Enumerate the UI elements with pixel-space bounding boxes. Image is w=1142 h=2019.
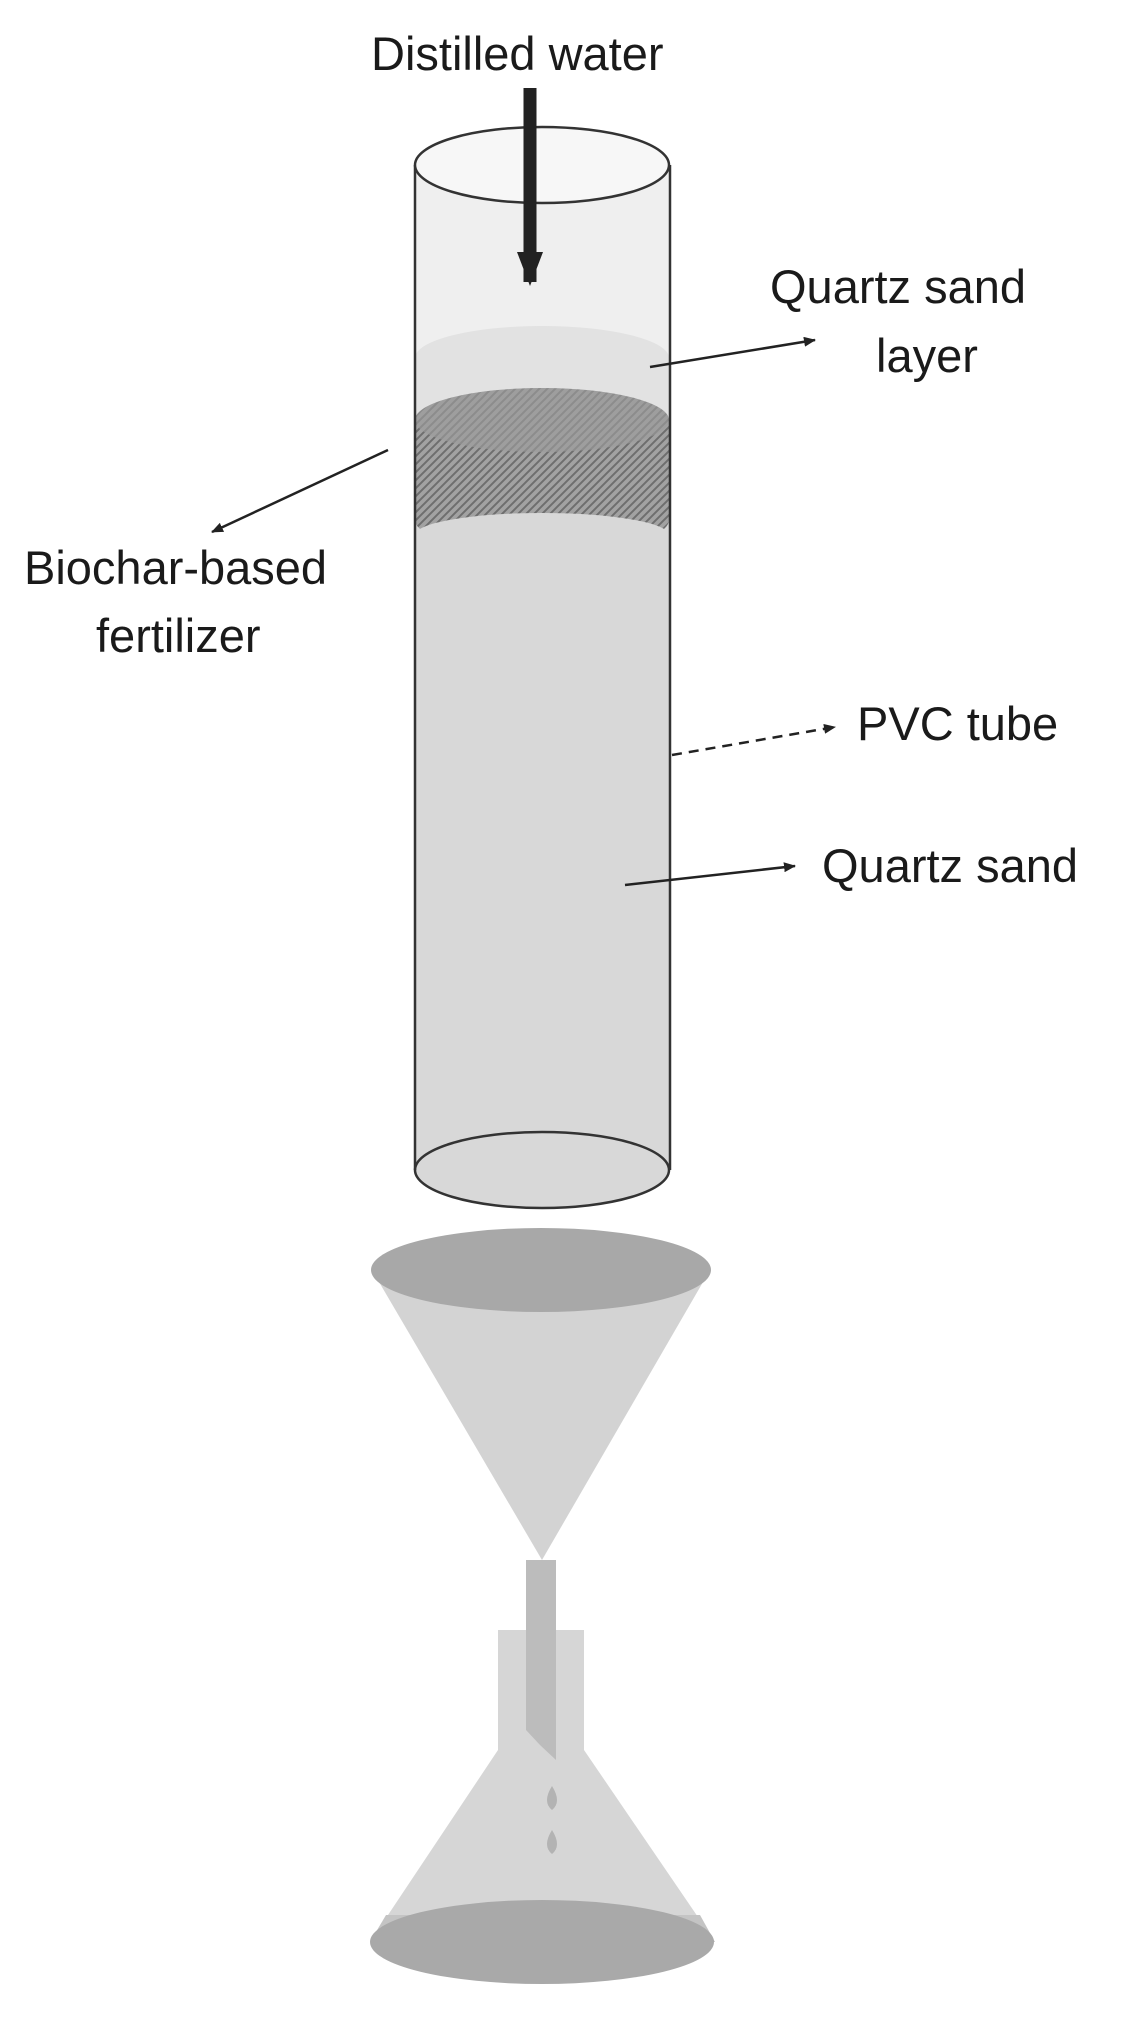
pvc-tube	[413, 125, 672, 1210]
funnel	[371, 1228, 711, 1560]
distilled-water-label: Distilled water	[371, 27, 664, 80]
quartz-sand-surface	[415, 513, 669, 557]
flask-base	[370, 1900, 714, 1984]
quartz-sand-label: Quartz sand	[822, 839, 1078, 892]
funnel-stem	[526, 1560, 556, 1730]
flask-body	[370, 1630, 715, 1942]
funnel-cone	[372, 1270, 710, 1560]
biochar-fertilizer-pointer	[211, 448, 389, 534]
quartz-sand-layer-label-line2: layer	[876, 329, 978, 382]
droplet-icon	[547, 1786, 557, 1810]
tube-bottom	[413, 1130, 671, 1210]
quartz-sand-body	[415, 535, 670, 1170]
pvc-tube-pointer	[671, 723, 836, 757]
funnel-rim	[371, 1228, 711, 1312]
funnel-stem-tip	[526, 1730, 556, 1760]
collection-flask	[370, 1560, 715, 1984]
tube-top-opening	[413, 125, 671, 205]
quartz-sand-pointer	[624, 862, 796, 887]
biochar-band-top-highlight	[415, 388, 669, 452]
biochar-fertilizer-label-line1: Biochar-based	[24, 541, 327, 594]
biochar-fertilizer-label-line2: fertilizer	[96, 609, 261, 662]
pvc-tube-label: PVC tube	[857, 697, 1058, 750]
droplet-icon	[547, 1830, 557, 1854]
quartz-sand-layer-label-line1: Quartz sand	[770, 260, 1026, 313]
quartz-sand-layer-pointer	[649, 336, 816, 369]
